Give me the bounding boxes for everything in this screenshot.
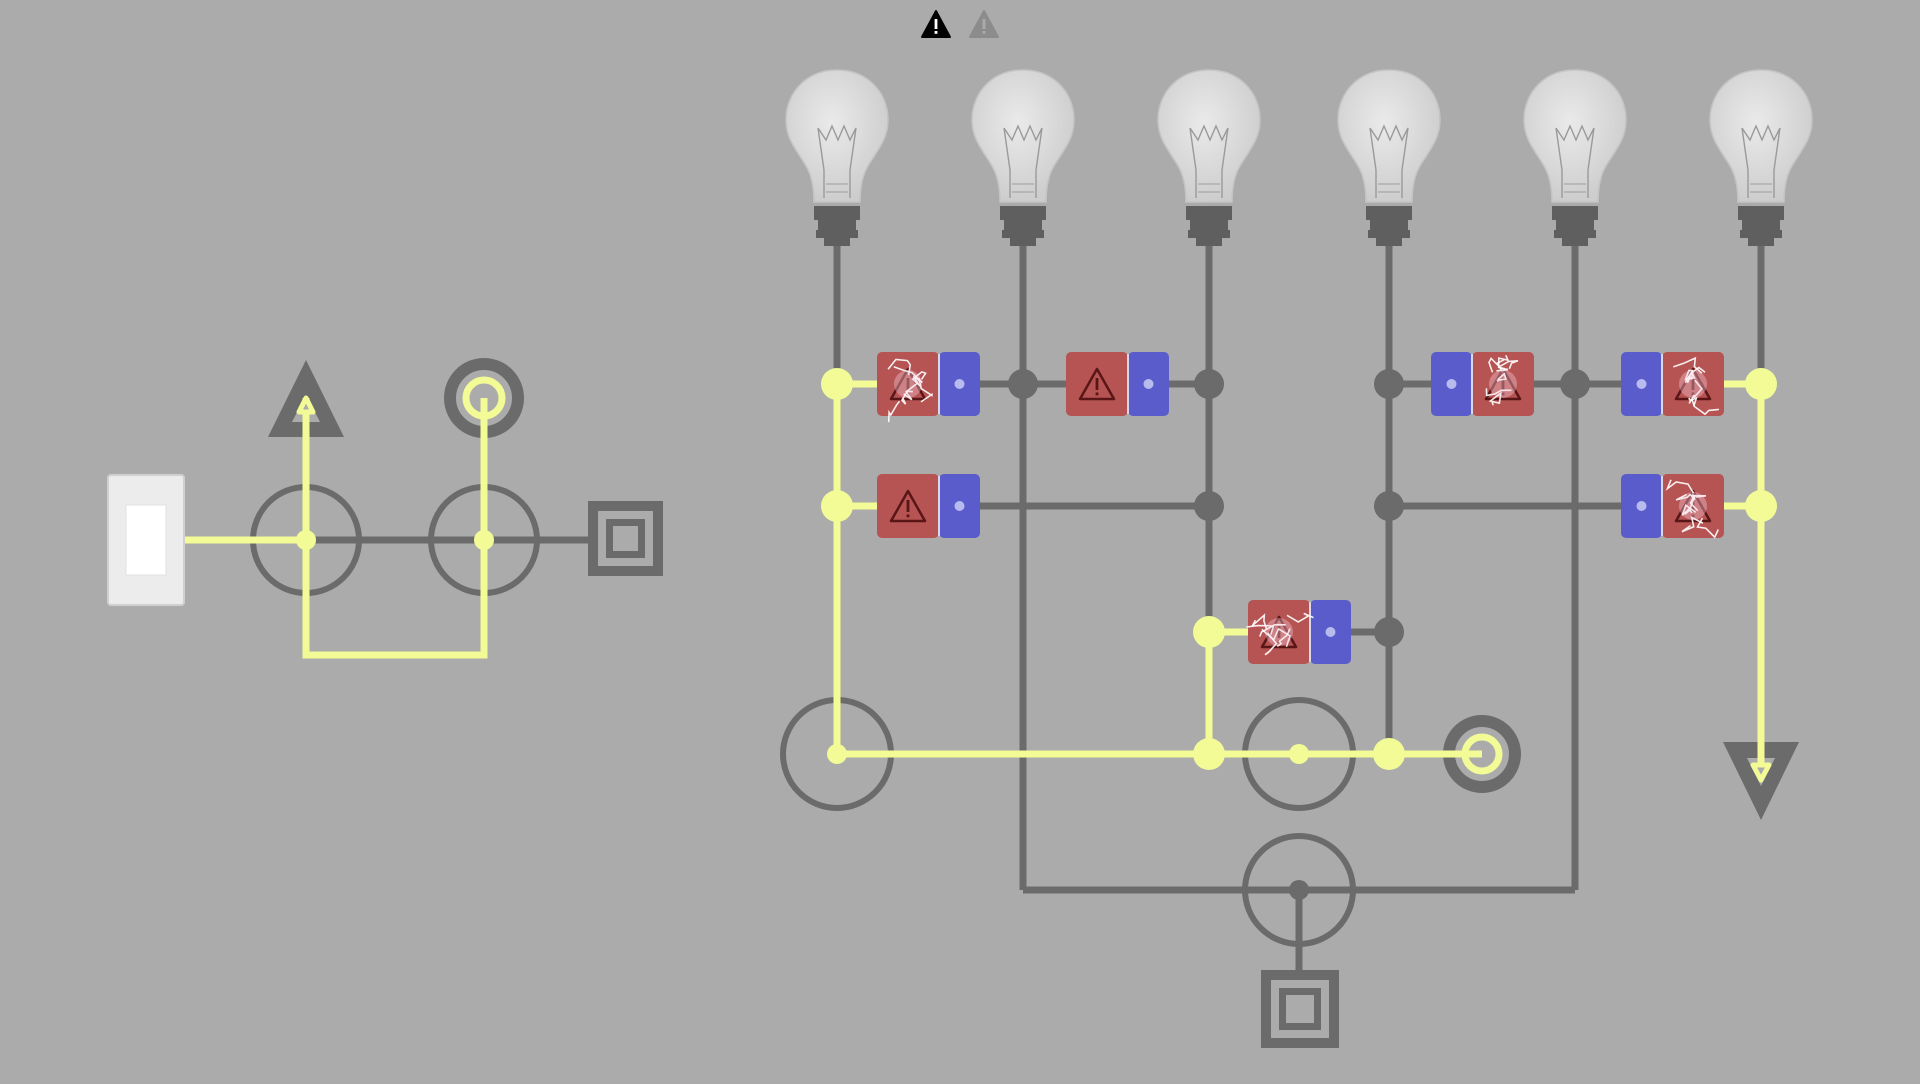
spark-mark: [1691, 399, 1719, 416]
breaker-dot: [1143, 379, 1154, 389]
spark-mark: [1684, 369, 1696, 380]
spark-mark: [918, 377, 933, 403]
breaker-group: [877, 352, 1724, 664]
warning-icon-inactive: [969, 10, 999, 38]
square-terminal-icon: [1261, 970, 1339, 1048]
spark-glow: [1489, 370, 1517, 398]
spark-glow: [1265, 618, 1293, 646]
spark-glow: [894, 370, 922, 398]
spark-mark: [1696, 517, 1720, 539]
left-circuit: [107, 358, 663, 659]
light-bulb-icon: [971, 69, 1075, 247]
spark-mark: [1665, 479, 1695, 494]
spark-glow: [1679, 370, 1707, 398]
spark-mark: [1681, 516, 1704, 533]
left-wires-on: [184, 398, 488, 659]
hud-warnings: [921, 10, 999, 38]
breaker-e[interactable]: [1431, 352, 1534, 416]
ring-terminal-lit: [462, 376, 506, 420]
breaker-f[interactable]: [1621, 352, 1724, 416]
spark-mark: [1488, 357, 1508, 373]
triangle-down-lit: [1750, 762, 1772, 783]
spark-mark: [887, 400, 901, 423]
light-bulb-icon: [1157, 69, 1261, 247]
breaker-dot: [1446, 379, 1457, 389]
light-bulb-icon: [1523, 69, 1627, 247]
light-bulb-icon: [1709, 69, 1813, 247]
breaker-d[interactable]: [1246, 600, 1352, 664]
breaker-dot: [1636, 379, 1647, 389]
bulb-row: [785, 69, 1813, 247]
spark-mark: [1675, 493, 1696, 501]
node-lit: [474, 530, 494, 550]
main-nodes-on: [821, 368, 1777, 770]
spark-mark: [900, 390, 913, 405]
breaker-a[interactable]: [877, 352, 980, 423]
spark-mark: [1251, 613, 1268, 631]
spark-mark: [1489, 391, 1502, 406]
breaker-dot: [1325, 627, 1336, 637]
warning-icon-active: [921, 10, 951, 38]
spark-mark: [1498, 360, 1519, 370]
spark-mark: [1276, 628, 1291, 647]
spark-mark: [911, 370, 927, 387]
spark-mark: [1246, 624, 1275, 635]
light-bulb-icon: [1337, 69, 1441, 247]
triangle-up-lit: [296, 395, 316, 415]
spark-mark: [1496, 359, 1509, 372]
spark-mark: [1688, 379, 1703, 404]
main-circuit: [780, 69, 1813, 1048]
spark-mark: [1681, 504, 1697, 516]
square-terminal-icon: [588, 501, 663, 576]
spark-mark: [1261, 627, 1292, 648]
junction-ring[interactable]: [1242, 833, 1356, 947]
spark-mark: [1684, 369, 1694, 384]
main-wires-on: [833, 380, 1765, 775]
spark-glow: [1679, 492, 1707, 520]
breaker-dot: [1636, 501, 1647, 511]
ring-terminal-lit: [1461, 733, 1503, 775]
breaker-g[interactable]: [1621, 474, 1724, 539]
spark-mark: [887, 358, 912, 376]
spark-mark: [1286, 612, 1314, 623]
breaker-dot: [954, 501, 965, 511]
node-lit: [296, 530, 316, 550]
breaker-dot: [954, 379, 965, 389]
breaker-c[interactable]: [877, 474, 980, 538]
main-nodes-off: [1008, 369, 1590, 900]
spark-mark: [1485, 388, 1512, 397]
light-bulb-icon: [785, 69, 889, 247]
spark-mark: [1496, 372, 1507, 382]
wall-switch[interactable]: [107, 474, 185, 606]
breaker-b[interactable]: [1066, 352, 1169, 416]
spark-mark: [1689, 494, 1707, 512]
